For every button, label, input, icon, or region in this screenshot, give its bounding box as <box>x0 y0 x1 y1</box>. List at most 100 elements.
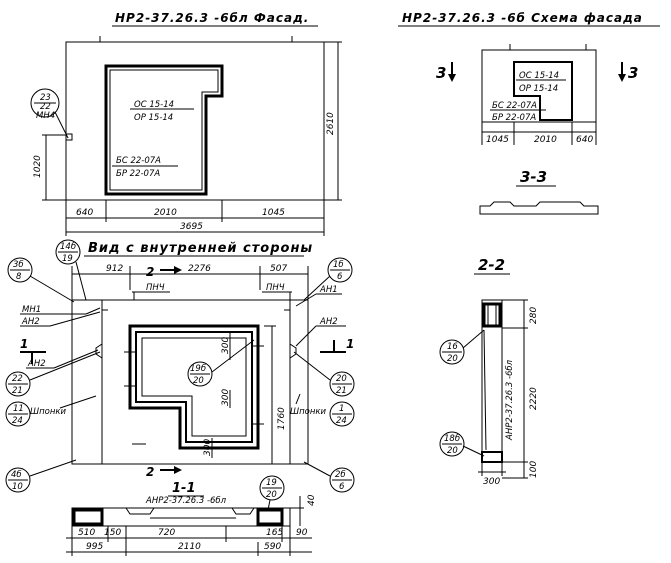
section-11-callout-bot: 20 <box>266 490 277 500</box>
inner-label-shponki-left: Шпонки <box>30 407 67 417</box>
inner-pnch-left: ПНЧ <box>146 283 165 293</box>
facade-dim-1: 640 <box>76 208 93 218</box>
inner-callout-48-top: 4б <box>11 470 22 480</box>
inner-cut-left-label: 1 <box>20 337 28 351</box>
inner-callout-22-top: 22 <box>12 374 23 384</box>
scheme-block-label-2: БР 22-07А <box>492 113 536 123</box>
section-11-dim-r1-3: 720 <box>158 528 175 538</box>
inner-callout-22-bot: 21 <box>12 386 23 396</box>
facade-dim-height: 2610 <box>326 112 336 135</box>
inner-dim-height: 1760 <box>277 407 287 430</box>
facade-window-opening <box>104 64 224 196</box>
facade-dim-total: 3695 <box>180 222 203 232</box>
section-11-dim-side: 40 <box>307 494 317 506</box>
inner-callout-1r: 1 24 <box>329 401 355 427</box>
section-22-dim-1: 280 <box>529 307 539 324</box>
section-33-profile <box>479 201 599 215</box>
inner-callout-20-top: 20 <box>336 374 347 384</box>
inner-callout-19-bot: 20 <box>193 376 204 386</box>
scheme-view: НР2-37.26.3 -6б Схема фасада ОС 15-14 ОР… <box>398 11 660 145</box>
inner-label-an2-low: АН2 <box>27 359 46 369</box>
inner-callout-20-bot: 21 <box>336 386 347 396</box>
section-22-callout-bot-2: 20 <box>447 446 458 456</box>
inner-callout-11-top: 11 <box>13 404 24 414</box>
scheme-window-label-1: ОС 15-14 <box>519 71 559 81</box>
inner-label-an2-right: АН2 <box>319 317 338 327</box>
section-2-2: 2-2 АНР2-37.26.3 -6бл 16 20 18б 20 280 2… <box>439 256 539 487</box>
inner-dim-300-1: 300 <box>221 337 231 354</box>
inner-callout-1r-top: 1 <box>339 404 344 414</box>
facade-dim-2: 2010 <box>154 208 177 218</box>
inner-callout-22: 22 21 <box>5 351 101 397</box>
inner-callout-16-bot: 6 <box>337 272 343 282</box>
section-11-title: 1-1 <box>172 481 196 496</box>
section-22-dim-bottom: 300 <box>483 477 500 487</box>
section-22-callout-bot-1: 18б <box>444 434 460 444</box>
scheme-title: НР2-37.26.3 -6б Схема фасада <box>402 11 643 25</box>
scheme-dim-2: 2010 <box>534 135 557 145</box>
inner-window-opening <box>128 324 260 450</box>
inner-callout-16-top: 1б <box>333 260 344 270</box>
facade-callout-mid: 22 <box>40 102 51 112</box>
inner-callout-14-top: 14б <box>60 242 76 252</box>
inner-callout-20: 20 21 <box>293 351 355 397</box>
facade-callout-top: 23 <box>40 93 51 103</box>
inner-callout-36-top: 3б <box>13 260 24 270</box>
inner-cut-right-label: 1 <box>346 337 354 351</box>
facade-callout-bot: МН4 <box>36 111 55 121</box>
scheme-dim-1: 1045 <box>486 135 509 145</box>
section-11-callout-top: 19 <box>266 478 277 488</box>
section-11-dim-r1-4: 165 <box>266 528 283 538</box>
section-33-title: 3-3 <box>520 168 547 186</box>
inner-callout-26: 2б 6 <box>303 461 355 493</box>
facade-block-label-2: БР 22-07А <box>116 169 160 179</box>
facade-window-label-1: ОС 15-14 <box>134 100 174 110</box>
section-1-1: 1-1 АНР2-37.26.3 -6бл 19 20 40 510 150 7… <box>66 475 317 556</box>
inner-callout-48: 4б 10 <box>5 459 77 493</box>
section-11-dim-r2-3: 590 <box>264 542 281 552</box>
section-11-dim-r1-5: 90 <box>296 528 308 538</box>
section-3-3: 3-3 <box>479 168 599 215</box>
inner-cut-bottom-label: 2 <box>146 465 154 479</box>
inner-callout-36-bot: 8 <box>16 272 22 282</box>
section-11-dim-r2-2: 2110 <box>178 542 201 552</box>
inner-callout-16: 1б 6 <box>303 257 353 301</box>
inner-dim-top-1: 912 <box>106 264 123 274</box>
inner-callout-26-bot: 6 <box>339 482 345 492</box>
inner-view: Вид с внутренней стороны 912 2276 507 2 … <box>5 239 355 493</box>
inner-label-an2-left: АН2 <box>21 317 40 327</box>
section-11-dim-r1-2: 150 <box>104 528 121 538</box>
inner-dim-300-3: 300 <box>203 439 213 456</box>
inner-dim-300-2: 300 <box>221 389 231 406</box>
section-22-title: 2-2 <box>478 256 505 274</box>
inner-callout-1r-bot: 24 <box>336 416 347 426</box>
scheme-dim-3: 640 <box>576 135 593 145</box>
facade-title: НР2-37.26.3 -6бл Фасад. <box>115 11 309 25</box>
inner-callout-11-bot: 24 <box>12 416 23 426</box>
facade-callout <box>30 88 60 118</box>
scheme-cut-right: 3 <box>628 64 638 82</box>
section-11-dim-r1-1: 510 <box>78 528 95 538</box>
inner-label-mn1: МН1 <box>22 305 41 315</box>
scheme-block-label-1: БС 22-07А <box>492 101 537 111</box>
facade-dim-left: 1020 <box>33 155 43 178</box>
inner-callout-11: 11 24 <box>5 401 31 427</box>
scheme-window-label-2: ОР 15-14 <box>519 84 558 94</box>
inner-callout-48-bot: 10 <box>12 482 23 492</box>
facade-dim-3: 1045 <box>262 208 285 218</box>
inner-callout-26-top: 2б <box>335 470 346 480</box>
section-11-mark: АНР2-37.26.3 -6бл <box>145 496 227 506</box>
section-11-dim-r2-1: 995 <box>86 542 103 552</box>
inner-dim-top-2: 2276 <box>188 264 211 274</box>
inner-callout-14-bot: 19 <box>62 254 73 264</box>
facade-panel-outline <box>65 41 325 201</box>
section-22-mark: АНР2-37.26.3 -6бл <box>505 359 515 441</box>
inner-callout-19-top: 19б <box>190 364 206 374</box>
inner-label-shponki-right: Шпонки <box>290 407 327 417</box>
section-22-dim-3: 100 <box>529 461 539 478</box>
inner-cut-top-label: 2 <box>146 265 154 279</box>
inner-callout-19: 19б 20 <box>187 339 255 387</box>
inner-label-an1: АН1 <box>319 285 338 295</box>
section-22-callout-top-1: 16 <box>447 342 458 352</box>
